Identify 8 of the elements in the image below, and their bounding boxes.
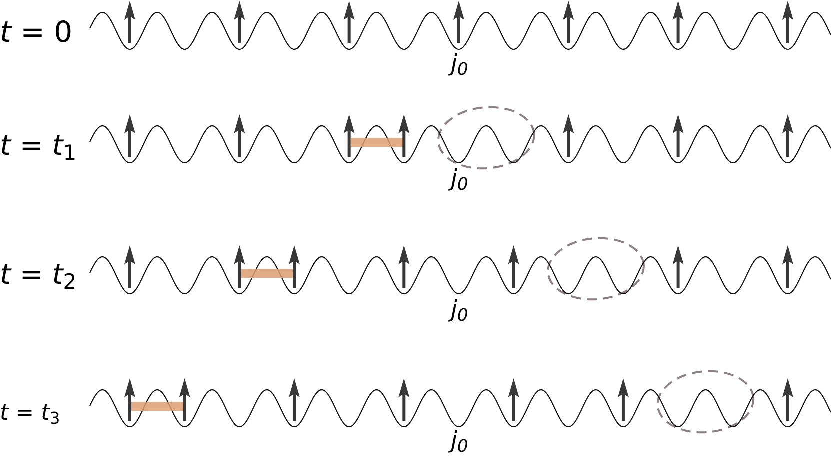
time-label: t = t$_{1}$ xyxy=(0,132,77,160)
site-label: j$_{0}$ xyxy=(451,53,468,76)
time-label: t = 0 xyxy=(0,18,73,47)
site-label: j$_{0}$ xyxy=(451,430,468,453)
time-label: t = t$_{3}$ xyxy=(0,403,60,425)
site-label: j$_{0}$ xyxy=(451,168,468,191)
time-label: t = t$_{2}$ xyxy=(0,261,77,289)
site-label: j$_{0}$ xyxy=(451,299,468,322)
